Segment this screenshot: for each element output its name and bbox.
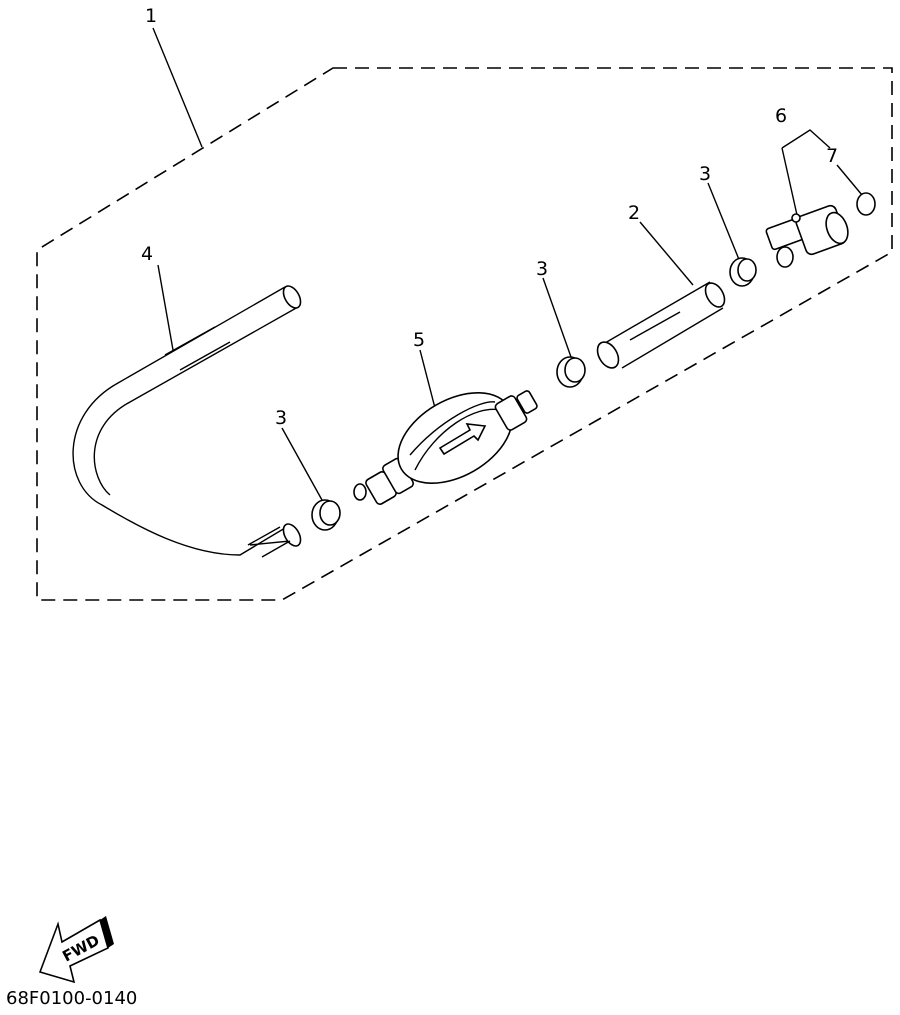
fuel-hose-long — [72, 285, 302, 558]
kit-boundary — [36, 67, 893, 601]
callout-1: 1 — [145, 5, 157, 27]
hose-clip-1 — [311, 499, 341, 531]
callout-3-left: 3 — [275, 407, 287, 429]
leader-lines — [152, 27, 863, 501]
hose-clip-3 — [729, 257, 757, 287]
callout-6: 6 — [775, 105, 787, 127]
hose-connector — [765, 204, 849, 268]
o-ring — [856, 192, 876, 216]
fuel-hose-short — [596, 281, 726, 369]
diagram-code: 68F0100-0140 — [6, 988, 138, 1009]
callout-2: 2 — [628, 202, 640, 224]
callout-5: 5 — [413, 329, 425, 351]
callout-7: 7 — [826, 145, 838, 167]
hose-clip-2 — [556, 356, 586, 388]
fwd-arrow: FWD — [38, 916, 114, 984]
callout-3-middle: 3 — [536, 258, 548, 280]
callout-4: 4 — [141, 243, 153, 265]
callout-3-right: 3 — [699, 163, 711, 185]
primer-bulb — [353, 390, 538, 505]
